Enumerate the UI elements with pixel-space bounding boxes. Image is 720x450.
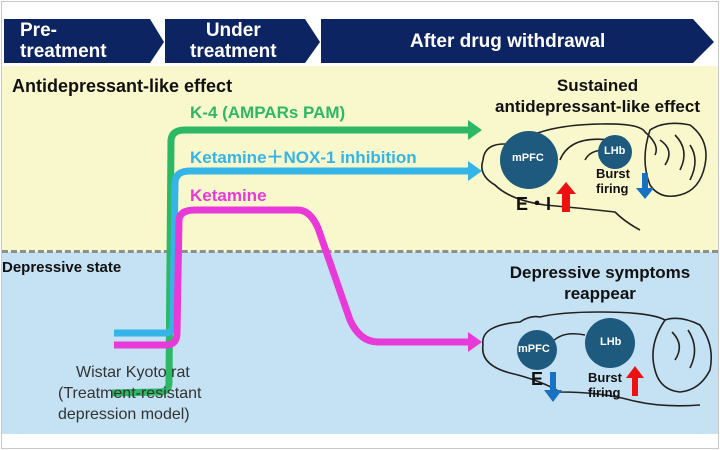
- ketamine-arrowhead: [468, 332, 482, 352]
- burst-down-arrow-top: [636, 173, 654, 199]
- k4-label: K-4 (AMPARs PAM): [190, 103, 346, 122]
- depressive-state-label: Depressive state: [2, 259, 122, 276]
- ei-label-top: E・I: [516, 194, 552, 214]
- mpfc-label-top: mPFC: [512, 152, 544, 164]
- phase-under-line2: treatment: [190, 41, 277, 62]
- state-divider-line: [2, 250, 718, 253]
- antidepressant-effect-label: Antidepressant-like effect: [12, 76, 233, 96]
- burst-line2-bottom: firing: [588, 385, 621, 400]
- antidepressant-zone: [2, 66, 718, 252]
- k4-curve: [111, 126, 470, 397]
- burst-up-arrow-bottom: [626, 366, 644, 396]
- lhb-label-top: LHb: [604, 145, 626, 157]
- ketamine-nox1-arrowhead: [468, 161, 482, 181]
- phase-chevron-after-withdrawal: [321, 19, 714, 63]
- phase-under-treatment-label: Under treatment: [190, 20, 277, 62]
- ei-label-bottom: E: [531, 369, 544, 389]
- ketamine-nox1-curve: [114, 167, 470, 337]
- symptoms-reappear-title: Depressive symptoms reappear: [480, 262, 720, 304]
- model-line3: depression model): [58, 406, 190, 423]
- ei-down-arrow-bottom: [544, 372, 562, 402]
- burst-line1-bottom: Burst: [588, 370, 622, 385]
- phase-pretreatment-line2: treatment: [20, 41, 107, 62]
- sustained-effect-title: Sustained antidepressant-like effect: [475, 75, 720, 117]
- ei-up-arrow-top: [556, 182, 576, 212]
- phase-under-line1: Under: [205, 20, 261, 41]
- k4-arrowhead: [468, 120, 482, 140]
- phase-chevron-under-treatment: [165, 19, 320, 63]
- mpfc-region-top: [500, 131, 558, 189]
- model-line2: (Treatment-resistant: [58, 385, 202, 402]
- phase-after-withdrawal-label: After drug withdrawal: [410, 31, 606, 52]
- ketamine-curve: [114, 206, 470, 349]
- burst-line1-top: Burst: [596, 166, 630, 181]
- lhb-label-bottom: LHb: [600, 336, 622, 348]
- reappear-line2: reappear: [564, 284, 636, 303]
- phase-pretreatment-line1: Pre-: [20, 20, 57, 41]
- lhb-region-bottom: [585, 318, 635, 368]
- reappear-line1: Depressive symptoms: [509, 263, 691, 282]
- mpfc-region-bottom: [517, 330, 557, 370]
- ketamine-nox1-label: Ketamine＋NOX-1 inhibition: [190, 148, 417, 167]
- lhb-region-top: [598, 135, 632, 169]
- ketamine-label: Ketamine: [190, 186, 267, 205]
- sustained-line1: Sustained: [556, 76, 639, 95]
- sustained-line2: antidepressant-like effect: [494, 97, 700, 116]
- burst-firing-label-top: Burst firing: [596, 166, 630, 196]
- mpfc-label-bottom: mPFC: [518, 343, 550, 355]
- model-line1: Wistar Kyoto rat: [76, 364, 190, 381]
- phase-pretreatment-label: Pre- treatment: [20, 20, 107, 62]
- phase-chevron-pretreatment: [4, 19, 164, 63]
- burst-line2-top: firing: [596, 181, 629, 196]
- rat-model-label: Wistar Kyoto rat (Treatment-resistant de…: [58, 362, 201, 425]
- burst-firing-label-bottom: Burst firing: [588, 370, 622, 400]
